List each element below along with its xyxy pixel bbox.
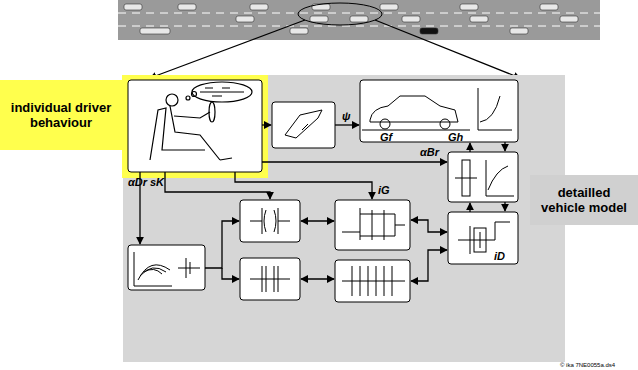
box-label: detailled vehicle model: [536, 185, 632, 215]
signal-name: iD: [494, 250, 505, 262]
signal-name: sK: [150, 176, 164, 188]
signal-name: Gh: [448, 131, 463, 143]
signal-name: Gf: [380, 131, 392, 143]
signal-name: αDr: [128, 176, 147, 188]
signal-name: iG: [378, 184, 390, 196]
copyright-note: © ika 7NE0055a.ds4: [560, 362, 615, 369]
signal-name: αBr: [420, 146, 439, 158]
label-box: detailled vehicle model: [530, 175, 638, 225]
label-box: individual driver behaviour: [0, 80, 122, 150]
signal-name: ψ: [342, 110, 351, 122]
box-label: individual driver behaviour: [6, 100, 116, 130]
